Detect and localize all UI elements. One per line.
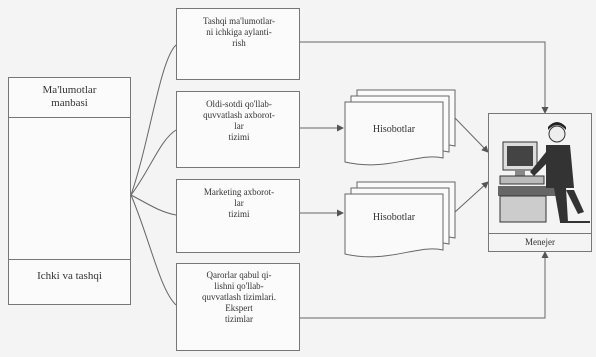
fan-lines <box>130 44 177 306</box>
system-sales-line: quvvatlash axborot- <box>203 110 275 120</box>
system-decision-line: Ekspert <box>225 303 253 313</box>
system-external-line: Tashqi ma'lumotlar- <box>202 16 276 26</box>
system-box-marketing: Marketing axborot- lar tizimi <box>176 179 300 253</box>
arrow-decision-to-manager <box>300 251 549 319</box>
report-label-1: Hisobotlar <box>372 124 416 135</box>
system-external-line: ni ichkiga aylanti- <box>206 27 272 37</box>
report-stack-1 <box>344 89 456 166</box>
manager-label: Menejer <box>525 237 555 247</box>
system-sales-line: lar <box>234 121 244 131</box>
system-sales-line: Oldi-sotdi qo'llab- <box>206 99 272 109</box>
source-footer: Ichki va tashqi <box>9 259 130 304</box>
system-decision-line: lishni qo'llab- <box>214 281 264 291</box>
arrow-report2-to-manager <box>454 181 489 213</box>
system-marketing-line: tizimi <box>228 209 250 219</box>
report-label-2: Hisobotlar <box>372 212 416 223</box>
arrow-report1-to-manager <box>454 117 489 153</box>
system-marketing-line: lar <box>234 198 244 208</box>
system-decision-line: tizimlar <box>225 314 253 324</box>
source-box: Ma'lumotlar manbasi Ichki va tashqi <box>8 77 131 305</box>
system-sales-line: tizimi <box>228 132 250 142</box>
system-box-decision-support: Qarorlar qabul qi- lishni qo'llab- quvva… <box>176 263 300 351</box>
system-external-line: rish <box>232 38 246 48</box>
system-marketing-line: Marketing axborot- <box>203 187 275 197</box>
source-title-line2: manbasi <box>51 97 88 109</box>
manager-box: Menejer <box>488 113 592 252</box>
manager-at-computer-icon <box>498 122 590 223</box>
manager-label-area: Menejer <box>489 233 591 251</box>
source-title: Ma'lumotlar manbasi <box>9 78 130 118</box>
system-box-external: Tashqi ma'lumotlar- ni ichkiga aylanti- … <box>176 8 300 80</box>
system-decision-line: Qarorlar qabul qi- <box>206 270 272 280</box>
system-box-sales: Oldi-sotdi qo'llab- quvvatlash axborot- … <box>176 91 300 168</box>
report-stack-2 <box>344 181 456 258</box>
source-footer-label: Ichki va tashqi <box>37 270 102 282</box>
arrow-external-to-manager <box>300 41 549 114</box>
system-decision-line: quvvatlash tizimlari. <box>202 292 276 302</box>
source-title-line1: Ma'lumotlar <box>42 84 97 96</box>
